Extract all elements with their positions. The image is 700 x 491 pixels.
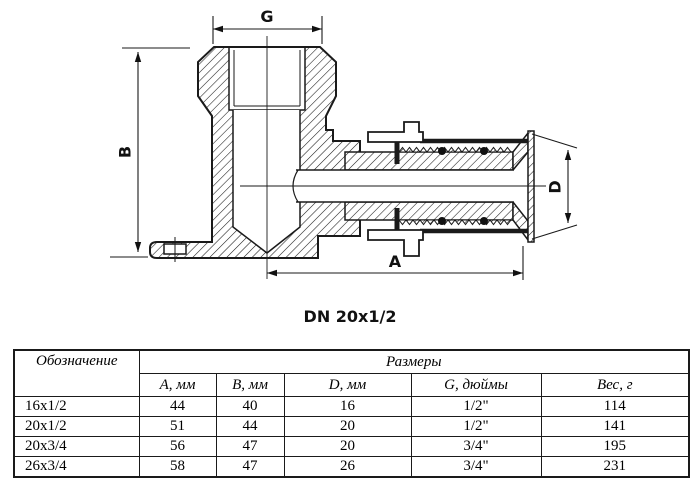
cell-g: 3/4" (410, 436, 542, 457)
vertical-bore (233, 110, 300, 253)
cell-weight: 141 (540, 416, 690, 437)
dimension-g (212, 16, 323, 44)
designation-header-cell: Обозначение (13, 349, 140, 397)
table-subheader-row: А, мм В, мм D, мм G, дюймы Вес, г (14, 373, 690, 397)
cell-d: 20 (283, 436, 412, 457)
cell-a: 58 (138, 456, 217, 478)
cell-b: 44 (215, 416, 285, 437)
flange-hole (163, 237, 187, 262)
column-header-g: G, дюймы (410, 373, 542, 397)
dimensions-table: Обозначение Размеры А, мм В, мм D, мм G,… (13, 349, 691, 478)
sizes-header-cell: Размеры (138, 349, 690, 374)
cell-a: 51 (138, 416, 217, 437)
elbow-fitting-cross-section: G B D A DN 20x1/2 (110, 7, 578, 326)
table-header-row-group: Обозначение Размеры (13, 349, 690, 397)
cell-b: 47 (215, 456, 285, 478)
cell-d: 20 (283, 416, 412, 437)
cell-a: 44 (138, 396, 217, 417)
cell-g: 1/2" (410, 416, 542, 437)
column-header-d: D, мм (283, 373, 412, 397)
cell-d: 16 (283, 396, 412, 417)
dim-label-d: D (546, 180, 565, 193)
table-row: 20x3/4 56 47 20 3/4" 195 (13, 436, 690, 457)
cell-designation: 20x3/4 (13, 436, 140, 457)
sleeve-tabs (367, 121, 424, 257)
table-row: 20x1/2 51 44 20 1/2" 141 (13, 416, 690, 437)
cell-g: 3/4" (410, 456, 542, 478)
cell-g: 1/2" (410, 396, 542, 417)
barb-serration-top (397, 146, 513, 153)
cell-b: 40 (215, 396, 285, 417)
tab-top (367, 121, 424, 143)
drawing-caption: DN 20x1/2 (304, 307, 397, 326)
cell-a: 56 (138, 436, 217, 457)
centerlines (240, 36, 546, 279)
spigot-bottom-wall (344, 201, 514, 221)
cell-weight: 114 (540, 396, 690, 417)
column-header-weight: Вес, г (540, 373, 690, 397)
table-row: 26x3/4 58 47 26 3/4" 231 (13, 456, 690, 478)
press-sleeve (394, 138, 528, 234)
barb-serration-bottom (397, 219, 513, 226)
dimension-b (110, 47, 190, 258)
spigot-top-wall (344, 151, 514, 171)
column-header-a: А, мм (138, 373, 217, 397)
cell-designation: 26x3/4 (13, 456, 140, 478)
cell-b: 47 (215, 436, 285, 457)
dim-label-b: B (116, 146, 135, 158)
tab-bottom (367, 229, 424, 257)
dimension-d (531, 133, 578, 240)
dimension-a (267, 246, 524, 280)
o-rings (438, 147, 488, 225)
cell-designation: 16x1/2 (13, 396, 140, 417)
flare-bell-end (512, 130, 535, 243)
column-header-b: В, мм (215, 373, 285, 397)
technical-drawing: G B D A DN 20x1/2 (110, 7, 578, 326)
cell-d: 26 (283, 456, 412, 478)
fitting-body (149, 46, 535, 259)
dim-label-g: G (260, 7, 273, 26)
cell-designation: 20x1/2 (13, 416, 140, 437)
dim-label-a: A (389, 252, 402, 271)
cell-weight: 231 (540, 456, 690, 478)
cell-weight: 195 (540, 436, 690, 457)
table-row: 16x1/2 44 40 16 1/2" 114 (13, 396, 690, 417)
